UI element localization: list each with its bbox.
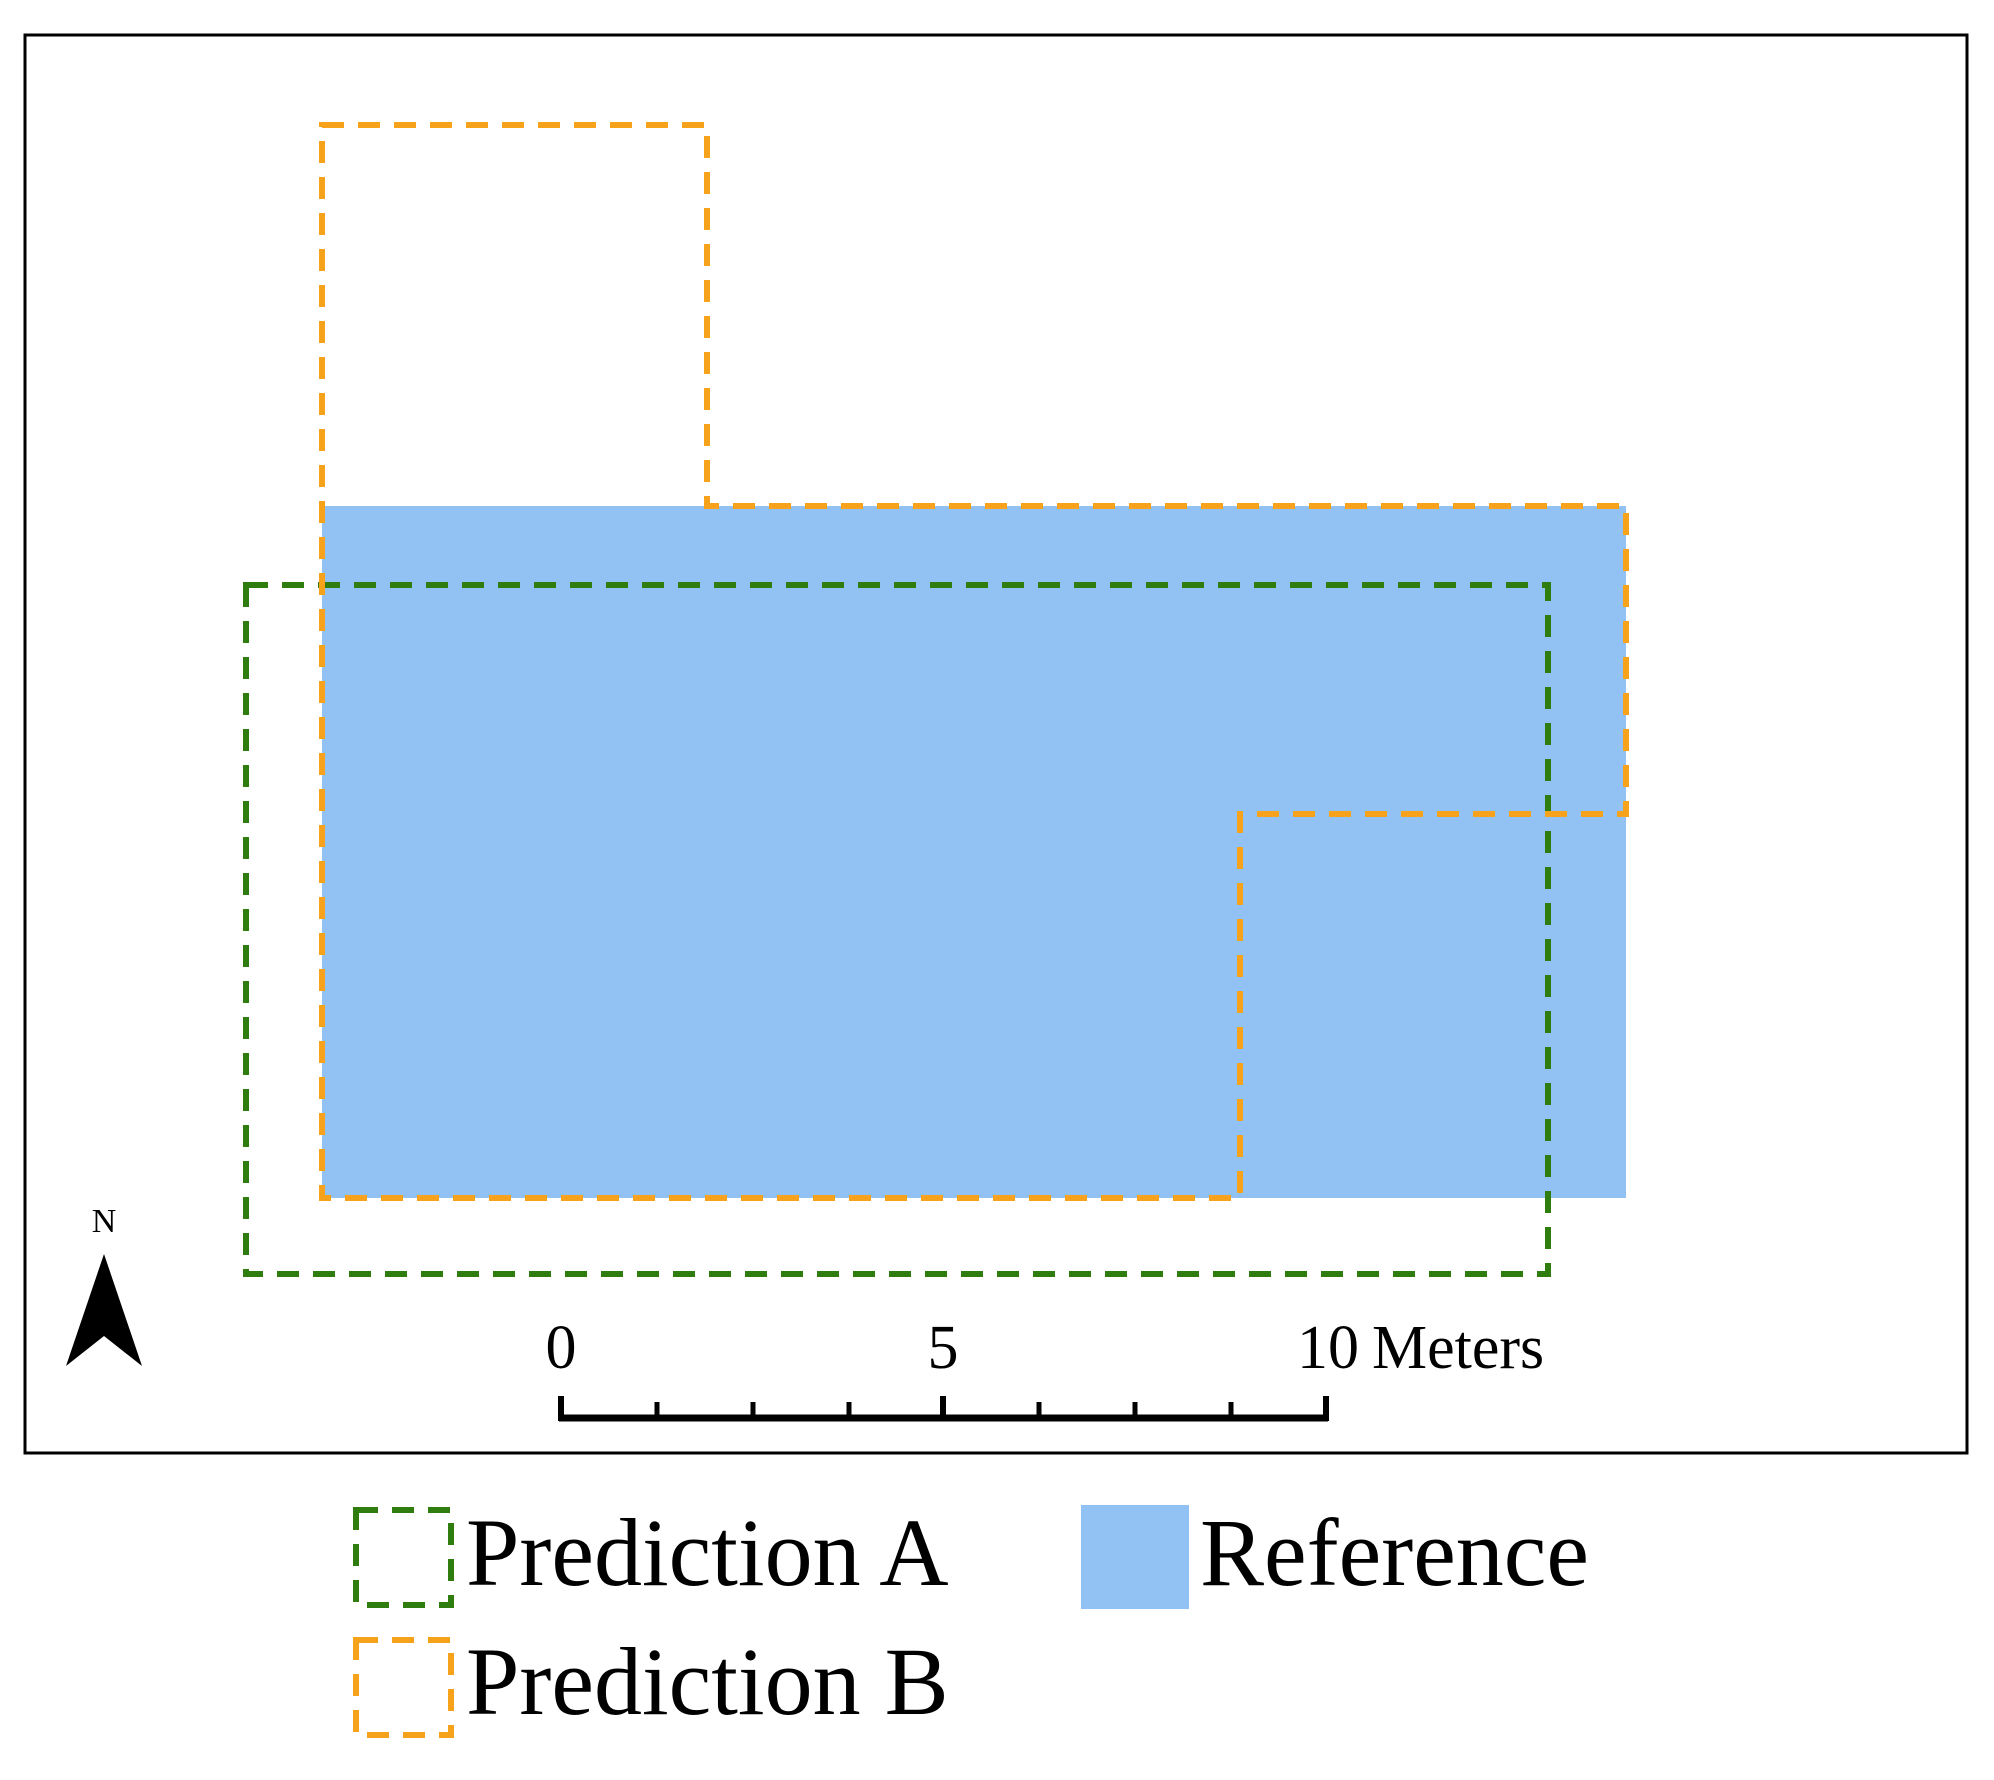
scale-tick-10: 10 [1297, 1314, 1359, 1382]
north-arrow-icon [66, 1254, 142, 1366]
legend-item-prediction-b: Prediction B [353, 1628, 949, 1738]
north-arrow: N [66, 1203, 142, 1366]
legend: Prediction A Reference Prediction B [353, 1499, 1589, 1738]
legend-swatch-reference [1081, 1505, 1189, 1609]
reference-polygon [322, 506, 1626, 1198]
scale-tick-0: 0 [546, 1314, 577, 1382]
legend-label-prediction-a: Prediction A [466, 1499, 949, 1606]
legend-label-reference: Reference [1200, 1499, 1589, 1606]
legend-swatch-prediction-b [353, 1637, 454, 1738]
scale-unit: Meters [1372, 1314, 1544, 1382]
scale-tick-5: 5 [928, 1314, 959, 1382]
prediction-a-polygon [243, 582, 1551, 1277]
scale-bar: 0 5 10 Meters [546, 1314, 1544, 1422]
legend-item-prediction-a: Prediction A [353, 1499, 949, 1608]
legend-item-reference: Reference [1081, 1499, 1589, 1609]
legend-label-prediction-b: Prediction B [466, 1628, 949, 1735]
legend-swatch-prediction-a [353, 1507, 454, 1608]
north-label: N [92, 1203, 117, 1240]
prediction-b-polygon [319, 122, 1629, 1201]
